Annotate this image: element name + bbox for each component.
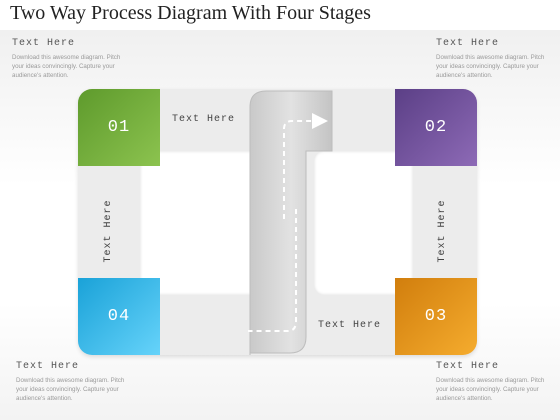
stage-01-box: 01 (78, 89, 160, 166)
corner-body: Download this awesome diagram. Pitch you… (436, 54, 545, 79)
stage-number: 02 (424, 118, 448, 137)
segment-label-left: Text Here (103, 199, 114, 263)
stage-04-box: 04 (78, 278, 160, 355)
segment-label-bottom: Text Here (318, 320, 382, 331)
flow-arrow-back (248, 209, 297, 332)
corner-heading: Text Here (436, 38, 500, 49)
segment-label-right: Text Here (437, 199, 448, 263)
corner-body: Download this awesome diagram. Pitch you… (436, 377, 545, 402)
stage-number: 01 (107, 118, 131, 137)
corner-heading: Text Here (436, 361, 500, 372)
corner-body: Download this awesome diagram. Pitch you… (16, 377, 125, 402)
corner-text-bottom-right: Text Here Download this awesome diagram.… (436, 361, 556, 403)
stage-number: 03 (424, 307, 448, 326)
corner-text-top-right: Text Here Download this awesome diagram.… (436, 38, 556, 80)
frame-inner-right (314, 151, 413, 295)
stage-02-box: 02 (395, 89, 477, 166)
flow-arrow-forward (283, 120, 312, 219)
stage-number: 04 (107, 307, 131, 326)
two-way-flow-connector (248, 90, 333, 355)
segment-label-top: Text Here (172, 114, 236, 125)
corner-text-top-left: Text Here Download this awesome diagram.… (12, 38, 132, 80)
arrow-head-right-icon (312, 113, 328, 129)
corner-body: Download this awesome diagram. Pitch you… (12, 54, 121, 79)
corner-heading: Text Here (16, 361, 80, 372)
page-title: Two Way Process Diagram With Four Stages (10, 2, 371, 24)
stage-03-box: 03 (395, 278, 477, 355)
corner-heading: Text Here (12, 38, 76, 49)
flow-pipe-shape (249, 90, 333, 355)
corner-text-bottom-left: Text Here Download this awesome diagram.… (16, 361, 136, 403)
